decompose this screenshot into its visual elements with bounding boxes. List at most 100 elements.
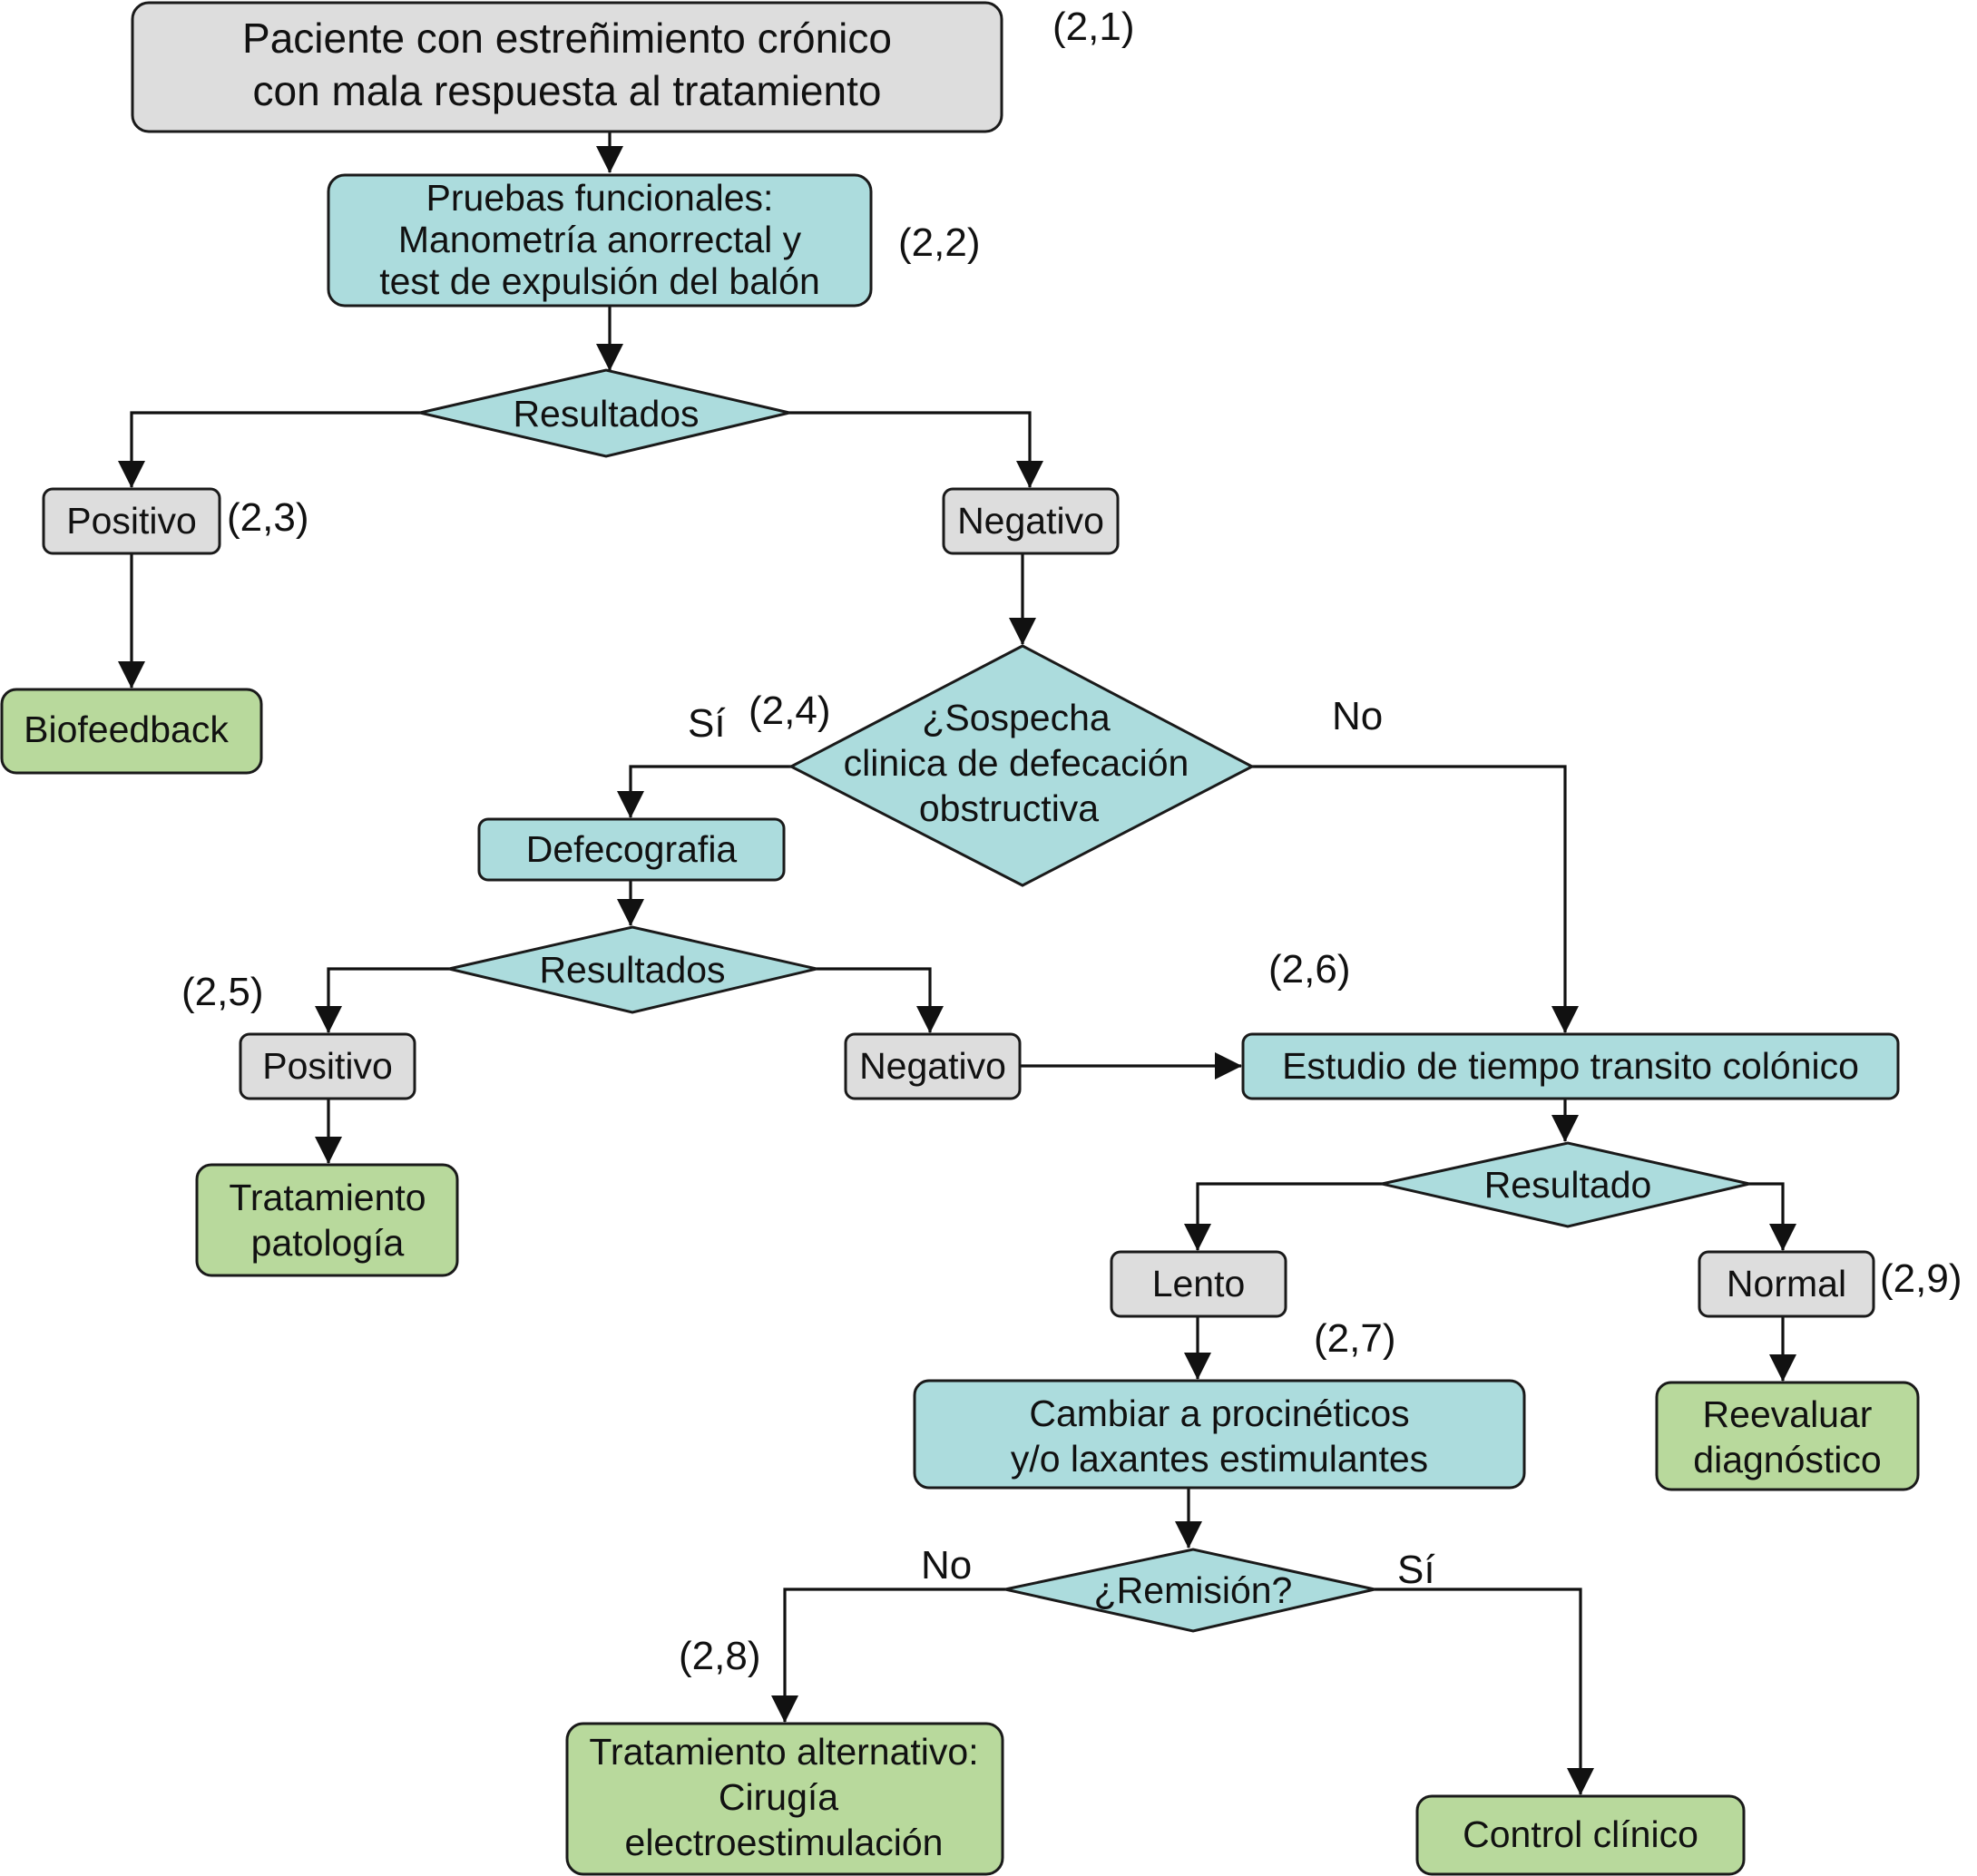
start-box: [131, 1, 1003, 133]
negativo-1-label: Negativo: [957, 500, 1104, 542]
reference-2-5: (2,5): [181, 970, 263, 1014]
biofeedback-box: [0, 688, 263, 775]
tratamiento-alternativo-line-1: Tratamiento alternativo:: [589, 1731, 978, 1773]
node-negativo-2: Negativo: [844, 1032, 1022, 1100]
reference-2-6: (2,6): [1268, 947, 1350, 992]
estudio-label: Estudio de tiempo transito colónico: [1282, 1045, 1859, 1087]
node-sospecha: ¿Sospecha clinica de defecación obstruct…: [788, 644, 1256, 887]
sospecha-line-3: obstructiva: [919, 787, 1099, 829]
sospecha-line-1: ¿Sospecha: [922, 697, 1111, 738]
reevaluar-line-2: diagnóstico: [1693, 1439, 1881, 1480]
reference-2-9: (2,9): [1880, 1256, 1962, 1301]
pruebas-line-3: test de expulsión del balón: [379, 260, 820, 302]
positivo-2-box: [239, 1032, 416, 1100]
reference-2-8: (2,8): [679, 1634, 760, 1678]
cambiar-line-2: y/o laxantes estimulantes: [1011, 1438, 1428, 1480]
edge-remision-alternativo: [771, 1588, 1005, 1723]
resultados-1-diamond: [419, 368, 790, 458]
tratamiento-patologia-box: [195, 1163, 459, 1277]
remision-label: ¿Remisión?: [1094, 1569, 1293, 1611]
branch-label-no-sospecha: No: [1332, 694, 1383, 738]
tratamiento-patologia-line-2: patología: [251, 1222, 405, 1264]
branch-label-si-remision: Sí: [1397, 1548, 1435, 1592]
defecografia-box: [477, 817, 786, 882]
node-biofeedback: Biofeedback: [0, 688, 263, 775]
start-line-1: Paciente con estreñimiento crónico: [242, 15, 892, 62]
reevaluar-line-1: Reevaluar: [1703, 1393, 1873, 1435]
node-resultados-1: Resultados: [419, 368, 790, 458]
normal-box: [1698, 1250, 1875, 1318]
negativo-1-box: [942, 487, 1120, 555]
positivo-1-box: [42, 487, 221, 555]
node-resultado-3: Resultado: [1381, 1141, 1750, 1228]
remision-diamond: [1004, 1548, 1375, 1633]
node-tratamiento-patologia: Tratamiento patología: [195, 1163, 459, 1277]
node-reevaluar: Reevaluar diagnóstico: [1655, 1381, 1920, 1491]
resultado-3-diamond: [1381, 1141, 1750, 1228]
estudio-box: [1241, 1032, 1900, 1100]
pruebas-box: [327, 173, 873, 308]
normal-label: Normal: [1727, 1263, 1846, 1304]
edge-resultado-lento: [1184, 1182, 1382, 1251]
edge-remision-control: [1375, 1588, 1594, 1795]
edge-resultados2-positivo: [315, 967, 449, 1033]
node-cambiar: Cambiar a procinéticos y/o laxantes esti…: [913, 1379, 1526, 1490]
reference-2-4: (2,4): [749, 689, 830, 733]
references: (2,1) (2,2) (2,3) (2,4) (2,5) (2,6) (2,7…: [181, 5, 1962, 1678]
node-defecografia: Defecografia: [477, 817, 786, 882]
edge-resultado-normal: [1749, 1182, 1796, 1251]
reference-2-2: (2,2): [898, 220, 980, 265]
resultado-3-label: Resultado: [1484, 1164, 1652, 1206]
node-control: Control clínico: [1415, 1794, 1746, 1876]
positivo-1-label: Positivo: [66, 500, 197, 542]
sospecha-diamond: [788, 644, 1256, 887]
defecografia-label: Defecografia: [526, 828, 738, 870]
edge-resultados2-negativo: [817, 967, 944, 1033]
reevaluar-box: [1655, 1381, 1920, 1491]
negativo-2-label: Negativo: [859, 1045, 1006, 1087]
branch-labels: Sí No No Sí: [688, 694, 1435, 1592]
biofeedback-label: Biofeedback: [24, 708, 229, 750]
tratamiento-patologia-line-1: Tratamiento: [229, 1177, 426, 1218]
edge-sospecha-defecografia: [617, 765, 791, 818]
cambiar-box: [913, 1379, 1526, 1490]
connectors: [118, 132, 1796, 1795]
control-box: [1415, 1794, 1746, 1876]
edge-sospecha-estudio: [1252, 765, 1579, 1033]
node-start: Paciente con estreñimiento crónico con m…: [131, 1, 1003, 133]
negativo-2-box: [844, 1032, 1022, 1100]
pruebas-line-1: Pruebas funcionales:: [426, 177, 774, 219]
node-lento: Lento: [1110, 1250, 1287, 1318]
control-label: Control clínico: [1463, 1813, 1698, 1855]
node-positivo-1: Positivo: [42, 487, 221, 555]
node-resultados-2: Resultados: [448, 925, 817, 1014]
reference-2-7: (2,7): [1314, 1316, 1395, 1361]
reference-2-3: (2,3): [227, 495, 308, 540]
lento-label: Lento: [1152, 1263, 1246, 1304]
pruebas-line-2: Manometría anorrectal y: [398, 219, 802, 260]
edge-resultados-positivo: [118, 411, 420, 488]
lento-box: [1110, 1250, 1287, 1318]
node-remision: ¿Remisión?: [1004, 1548, 1375, 1633]
tratamiento-alternativo-line-2: Cirugía: [719, 1776, 838, 1818]
resultados-2-label: Resultados: [539, 949, 725, 991]
reference-2-1: (2,1): [1052, 5, 1134, 49]
tratamiento-alternativo-box: [565, 1722, 1004, 1876]
sospecha-line-2: clinica de defecación: [844, 742, 1189, 784]
branch-label-no-remision: No: [921, 1543, 972, 1588]
node-estudio: Estudio de tiempo transito colónico: [1241, 1032, 1900, 1100]
branch-label-si-sospecha: Sí: [688, 701, 726, 746]
positivo-2-label: Positivo: [262, 1045, 393, 1087]
tratamiento-alternativo-line-3: electroestimulación: [625, 1822, 944, 1863]
node-tratamiento-alternativo: Tratamiento alternativo: Cirugía electro…: [565, 1722, 1004, 1876]
node-normal: Normal: [1698, 1250, 1875, 1318]
edge-resultados-negativo: [789, 411, 1043, 488]
node-pruebas: Pruebas funcionales: Manometría anorrect…: [327, 173, 873, 308]
resultados-1-label: Resultados: [513, 393, 699, 435]
resultados-2-diamond: [448, 925, 817, 1014]
node-positivo-2: Positivo: [239, 1032, 416, 1100]
node-negativo-1: Negativo: [942, 487, 1120, 555]
cambiar-line-1: Cambiar a procinéticos: [1029, 1392, 1409, 1434]
start-line-2: con mala respuesta al tratamiento: [253, 67, 882, 114]
